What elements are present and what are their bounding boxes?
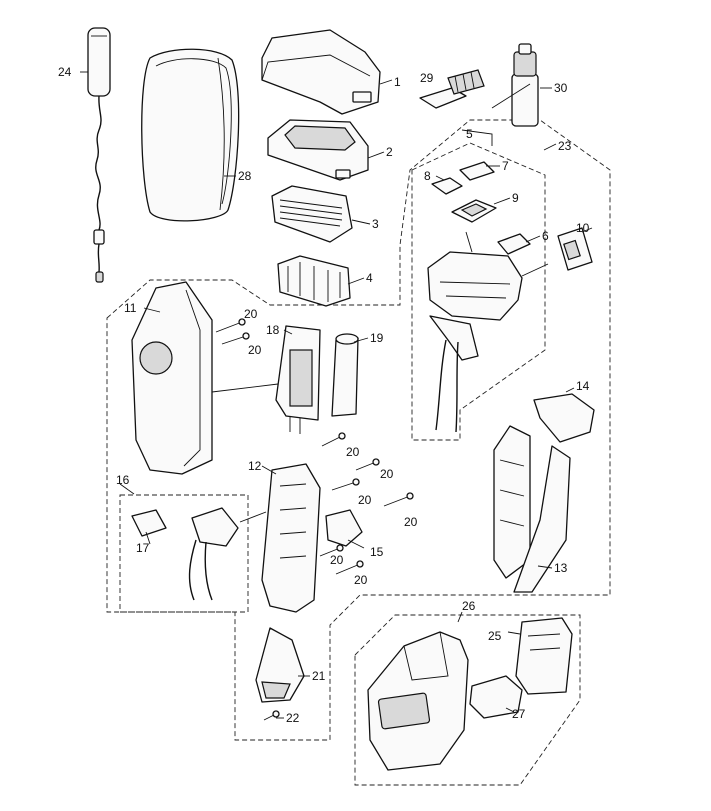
label-part-1: 1 xyxy=(394,75,401,89)
label-part-6: 6 xyxy=(542,229,549,243)
boundary-charger xyxy=(354,614,581,786)
boundary-sub-16 xyxy=(119,494,249,613)
inner-blades xyxy=(277,255,351,307)
rear-frame xyxy=(261,463,321,613)
label-part-5: 5 xyxy=(466,127,473,141)
label-part-17: 17 xyxy=(136,541,150,555)
label-part-11: 11 xyxy=(124,301,137,315)
label-part-18: 18 xyxy=(266,323,280,337)
label-part-3: 3 xyxy=(372,217,379,231)
switch-assembly-16 xyxy=(188,507,239,601)
leader-lines xyxy=(80,71,593,719)
label-part-2: 2 xyxy=(386,145,393,159)
screw-22 xyxy=(263,710,280,721)
label-part-14: 14 xyxy=(576,379,590,393)
label-part-20f: 20 xyxy=(404,515,418,529)
label-part-29: 29 xyxy=(420,71,434,85)
boundary-head-assembly xyxy=(411,142,546,441)
switch-cover-10 xyxy=(557,227,593,271)
label-part-20a: 20 xyxy=(244,307,258,321)
head-frame xyxy=(427,251,523,433)
tray-27 xyxy=(469,675,523,719)
outer-foil xyxy=(271,185,353,243)
ac-adaptor xyxy=(87,27,111,283)
label-part-23: 23 xyxy=(558,139,572,153)
label-part-21: 21 xyxy=(312,669,326,683)
label-part-22: 22 xyxy=(286,711,300,725)
label-part-26: 26 xyxy=(462,599,476,613)
label-part-24: 24 xyxy=(58,65,72,79)
top-cover-14 xyxy=(533,393,595,443)
label-part-27: 27 xyxy=(512,707,526,721)
screws xyxy=(215,318,414,575)
label-part-30: 30 xyxy=(554,81,568,95)
battery xyxy=(331,333,359,417)
release-clip-7 xyxy=(459,161,495,181)
adaptor-25 xyxy=(515,617,573,695)
protective-cap xyxy=(261,29,381,115)
label-part-12: 12 xyxy=(248,459,262,473)
label-part-20b: 20 xyxy=(248,343,262,357)
cleaning-brush xyxy=(419,69,485,109)
label-part-10: 10 xyxy=(576,221,590,235)
label-part-4: 4 xyxy=(366,271,373,285)
label-part-25: 25 xyxy=(488,629,502,643)
front-case xyxy=(131,281,213,475)
label-part-20e: 20 xyxy=(358,493,372,507)
charging-stand xyxy=(367,631,469,771)
outer-foil-frame xyxy=(267,119,369,181)
bracket-6 xyxy=(497,233,531,255)
back-case xyxy=(493,425,571,593)
release-clip-8 xyxy=(431,177,463,195)
label-part-9: 9 xyxy=(512,191,519,205)
switch-part-17 xyxy=(131,509,167,537)
label-part-28: 28 xyxy=(238,169,252,183)
travel-pouch xyxy=(141,48,240,222)
label-part-20g: 20 xyxy=(330,553,344,567)
label-part-13: 13 xyxy=(554,561,568,575)
boundary-main-body xyxy=(106,119,611,741)
pad-9 xyxy=(451,199,497,223)
label-part-16: 16 xyxy=(116,473,130,487)
label-part-15: 15 xyxy=(370,545,384,559)
circuit-board xyxy=(275,325,321,434)
label-part-20c: 20 xyxy=(346,445,360,459)
bracket-15 xyxy=(325,509,363,547)
label-part-20d: 20 xyxy=(380,467,394,481)
oil-bottle xyxy=(511,43,539,127)
label-part-19: 19 xyxy=(370,331,384,345)
label-part-7: 7 xyxy=(502,159,509,173)
label-part-20h: 20 xyxy=(354,573,368,587)
part-number-labels: 1 2 3 4 5 6 7 8 9 10 11 12 13 14 15 16 1… xyxy=(58,65,590,725)
bottom-cover xyxy=(255,627,305,703)
label-part-8: 8 xyxy=(424,169,431,183)
